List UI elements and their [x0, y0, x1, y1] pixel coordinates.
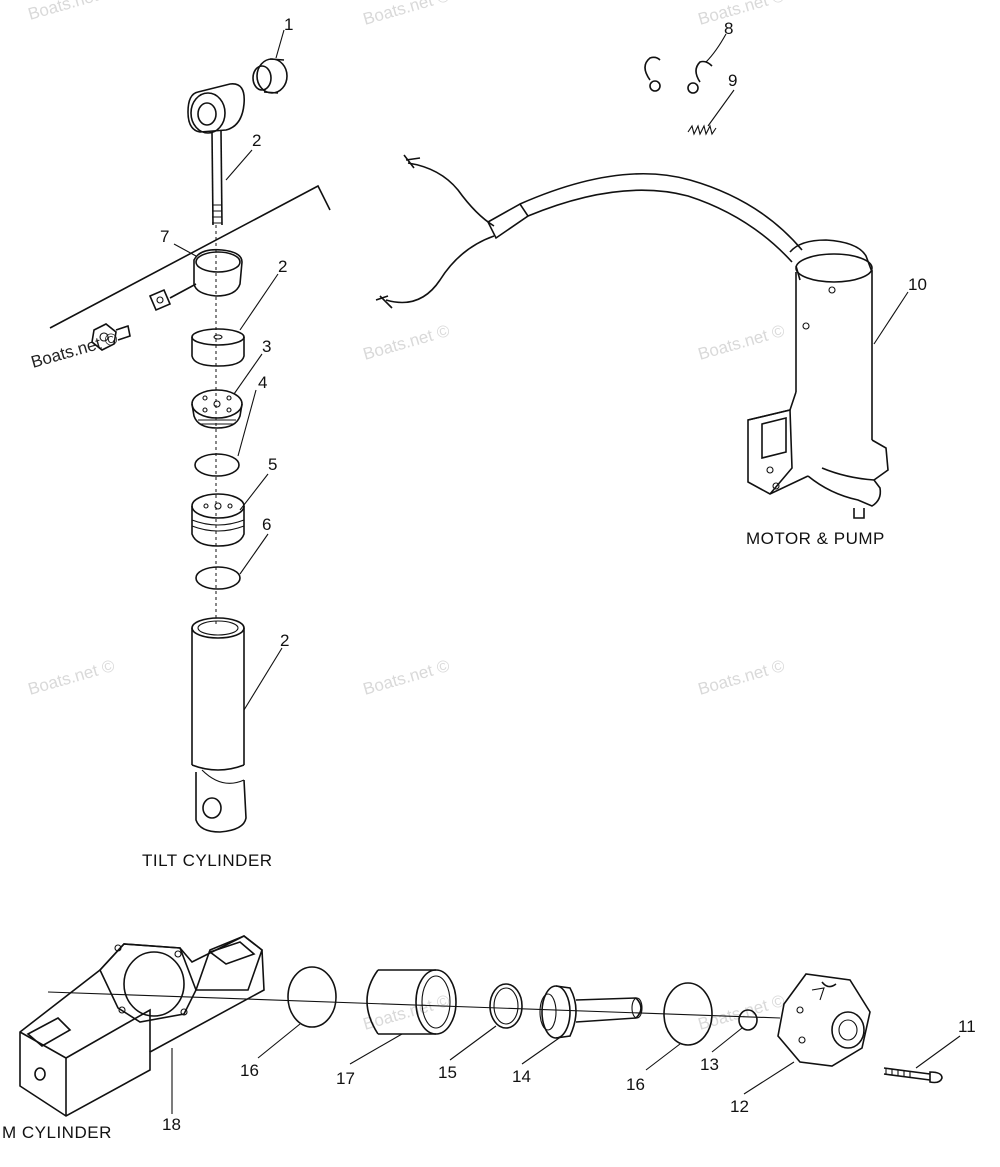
callout-15: 15	[438, 1063, 457, 1082]
trim-cylinder-assembly	[19, 935, 943, 1117]
watermark: Boats.net ©	[696, 656, 787, 699]
callout-5: 5	[268, 455, 277, 474]
watermark-dark: Boats.net ©	[29, 329, 120, 372]
part-12-end-cap	[777, 973, 871, 1067]
part-13-ball	[738, 1009, 758, 1031]
callout-14: 14	[512, 1067, 531, 1086]
part-14-piston-rod	[539, 985, 643, 1039]
callout-11: 11	[958, 1017, 976, 1036]
part-2-cylinder-body	[191, 617, 247, 833]
part-16-o-ring	[287, 966, 337, 1028]
callout-12: 12	[730, 1097, 749, 1116]
part-15-o-ring	[489, 983, 523, 1029]
wire-harness	[375, 154, 803, 309]
caption-trim-cylinder: M CYLINDER	[2, 1123, 112, 1142]
part-6-o-ring	[195, 566, 241, 590]
callout-6: 6	[262, 515, 271, 534]
watermark: Boats.net ©	[361, 0, 452, 29]
watermark: Boats.net ©	[361, 321, 452, 364]
part-18-housing	[19, 935, 265, 1117]
callout-17: 17	[336, 1069, 355, 1088]
callout-10: 10	[908, 275, 927, 294]
part-17-sleeve	[366, 969, 457, 1035]
callout-9: 9	[728, 71, 737, 90]
caption-motor-pump: MOTOR & PUMP	[746, 529, 885, 548]
watermark: Boats.net ©	[696, 0, 787, 29]
watermark: Boats.net ©	[361, 656, 452, 699]
callout-4: 4	[258, 373, 267, 392]
part-8-clips	[644, 56, 713, 94]
caption-tilt-cylinder: TILT CYLINDER	[142, 851, 273, 870]
part-2-spacer	[191, 328, 245, 367]
callout-3: 3	[262, 337, 271, 356]
callout-16-right: 16	[626, 1075, 645, 1094]
watermarks: Boats.net © Boats.net © Boats.net © Boat…	[26, 0, 787, 1034]
callout-8: 8	[724, 19, 733, 38]
part-7-clamp	[49, 184, 331, 351]
watermark: Boats.net ©	[26, 0, 117, 24]
callout-16: 16	[240, 1061, 259, 1080]
callout-numbers: 1 2 7 2 3 4 5 6 2 8 9 10 11 12 13 14 15 …	[160, 15, 976, 1134]
callout-13: 13	[700, 1055, 719, 1074]
part-9-spring	[687, 124, 717, 136]
callout-2-body: 2	[280, 631, 289, 650]
watermark: Boats.net ©	[696, 321, 787, 364]
watermark: Boats.net ©	[26, 656, 117, 699]
part-5-piston	[191, 493, 245, 547]
part-2-piston-rod	[187, 83, 246, 226]
part-1-bushing	[252, 58, 288, 94]
callout-2-rod: 2	[252, 131, 261, 150]
part-16-o-ring-right	[663, 982, 713, 1046]
callout-2-spacer: 2	[278, 257, 287, 276]
part-4-o-ring	[194, 453, 240, 477]
motor-pump-assembly	[375, 56, 889, 519]
captions: MOTOR & PUMP TILT CYLINDER M CYLINDER	[2, 529, 885, 1142]
part-11-bolt	[883, 1067, 943, 1084]
part-3-cap	[191, 389, 243, 429]
tilt-cylinder-assembly	[49, 58, 331, 833]
leader-lines	[171, 29, 961, 1114]
callout-7: 7	[160, 227, 169, 246]
part-10-motor-pump	[747, 239, 889, 519]
callout-1: 1	[284, 15, 293, 34]
callout-18: 18	[162, 1115, 181, 1134]
